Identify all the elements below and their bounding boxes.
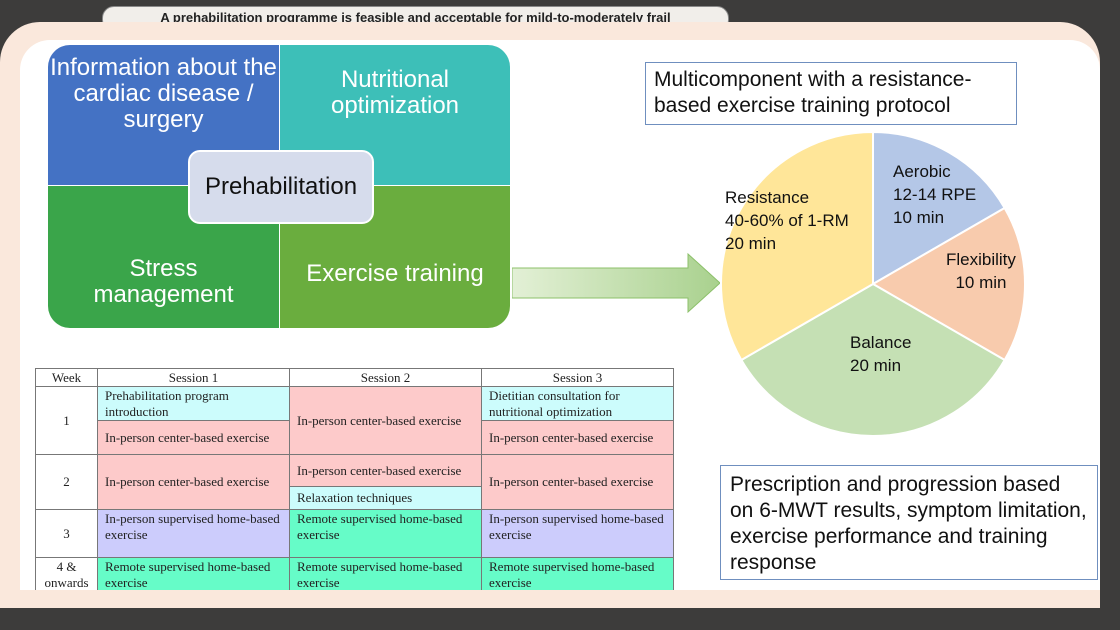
table-cell: In-person supervised home-based exercise: [481, 509, 674, 558]
header-session-2: Session 2: [289, 368, 482, 387]
week-3: 3: [35, 509, 98, 558]
prehabilitation-center: Prehabilitation: [188, 150, 374, 224]
table-cell: Prehabilitation program introduction: [97, 386, 290, 421]
table-cell: Remote supervised home-based exercise: [289, 509, 482, 558]
pie-slice-resistance: [720, 130, 874, 362]
header-session-1: Session 1: [97, 368, 290, 387]
table-cell: In-person center-based exercise: [481, 420, 674, 455]
pie-slice-balance: [739, 282, 1007, 437]
header-week: Week: [35, 368, 98, 387]
table-cell: In-person supervised home-based exercise: [97, 509, 290, 558]
table-cell: Dietitian consultation for nutritional o…: [481, 386, 674, 421]
table-cell: In-person center-based exercise: [289, 454, 482, 487]
week-1: 1: [35, 386, 98, 455]
table-cell: In-person center-based exercise: [481, 454, 674, 510]
table-cell: Remote supervised home-based exercise: [97, 557, 290, 592]
arrow-icon: [512, 252, 721, 314]
progression-box: Prescription and progression based on 6-…: [720, 465, 1098, 580]
slide-bottom-band: [0, 590, 1100, 608]
bottom-bar: [0, 608, 1120, 630]
table-cell: In-person center-based exercise: [97, 454, 290, 510]
pie-slice-aerobic: [872, 130, 1007, 286]
week-4: 4 & onwards: [35, 557, 98, 592]
week-2: 2: [35, 454, 98, 510]
table-cell: Remote supervised home-based exercise: [289, 557, 482, 592]
header-session-3: Session 3: [481, 368, 674, 387]
exercise-pie-chart: [720, 130, 1026, 437]
table-cell: Remote supervised home-based exercise: [481, 557, 674, 592]
table-cell: In-person center-based exercise: [289, 386, 482, 455]
table-cell: In-person center-based exercise: [97, 420, 290, 455]
pie-slice-flexibility: [870, 206, 1026, 362]
protocol-box: Multicomponent with a resistance-based e…: [645, 62, 1017, 125]
table-cell: Relaxation techniques: [289, 486, 482, 510]
